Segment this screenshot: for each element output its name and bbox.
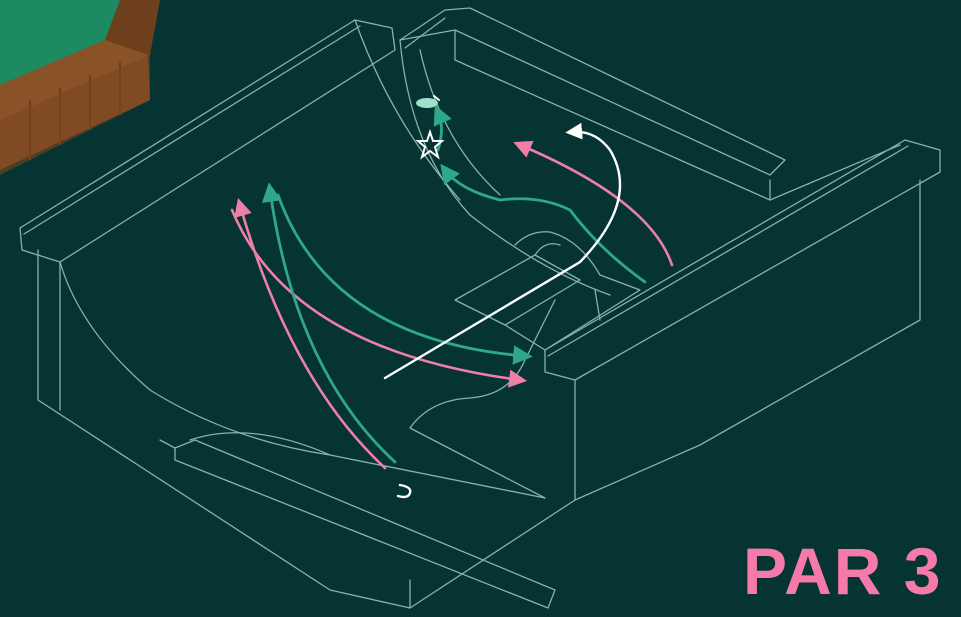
pink-path-bank — [232, 210, 520, 380]
cup-hole-icon — [416, 96, 439, 108]
green-path-bank — [278, 195, 525, 356]
pool-table-decoration — [0, 0, 160, 175]
tee-marker-icon — [398, 485, 410, 497]
course-outline — [20, 8, 940, 608]
par-label: PAR 3 — [743, 538, 943, 604]
green-path-left — [270, 190, 395, 462]
white-shot-path — [385, 132, 620, 378]
